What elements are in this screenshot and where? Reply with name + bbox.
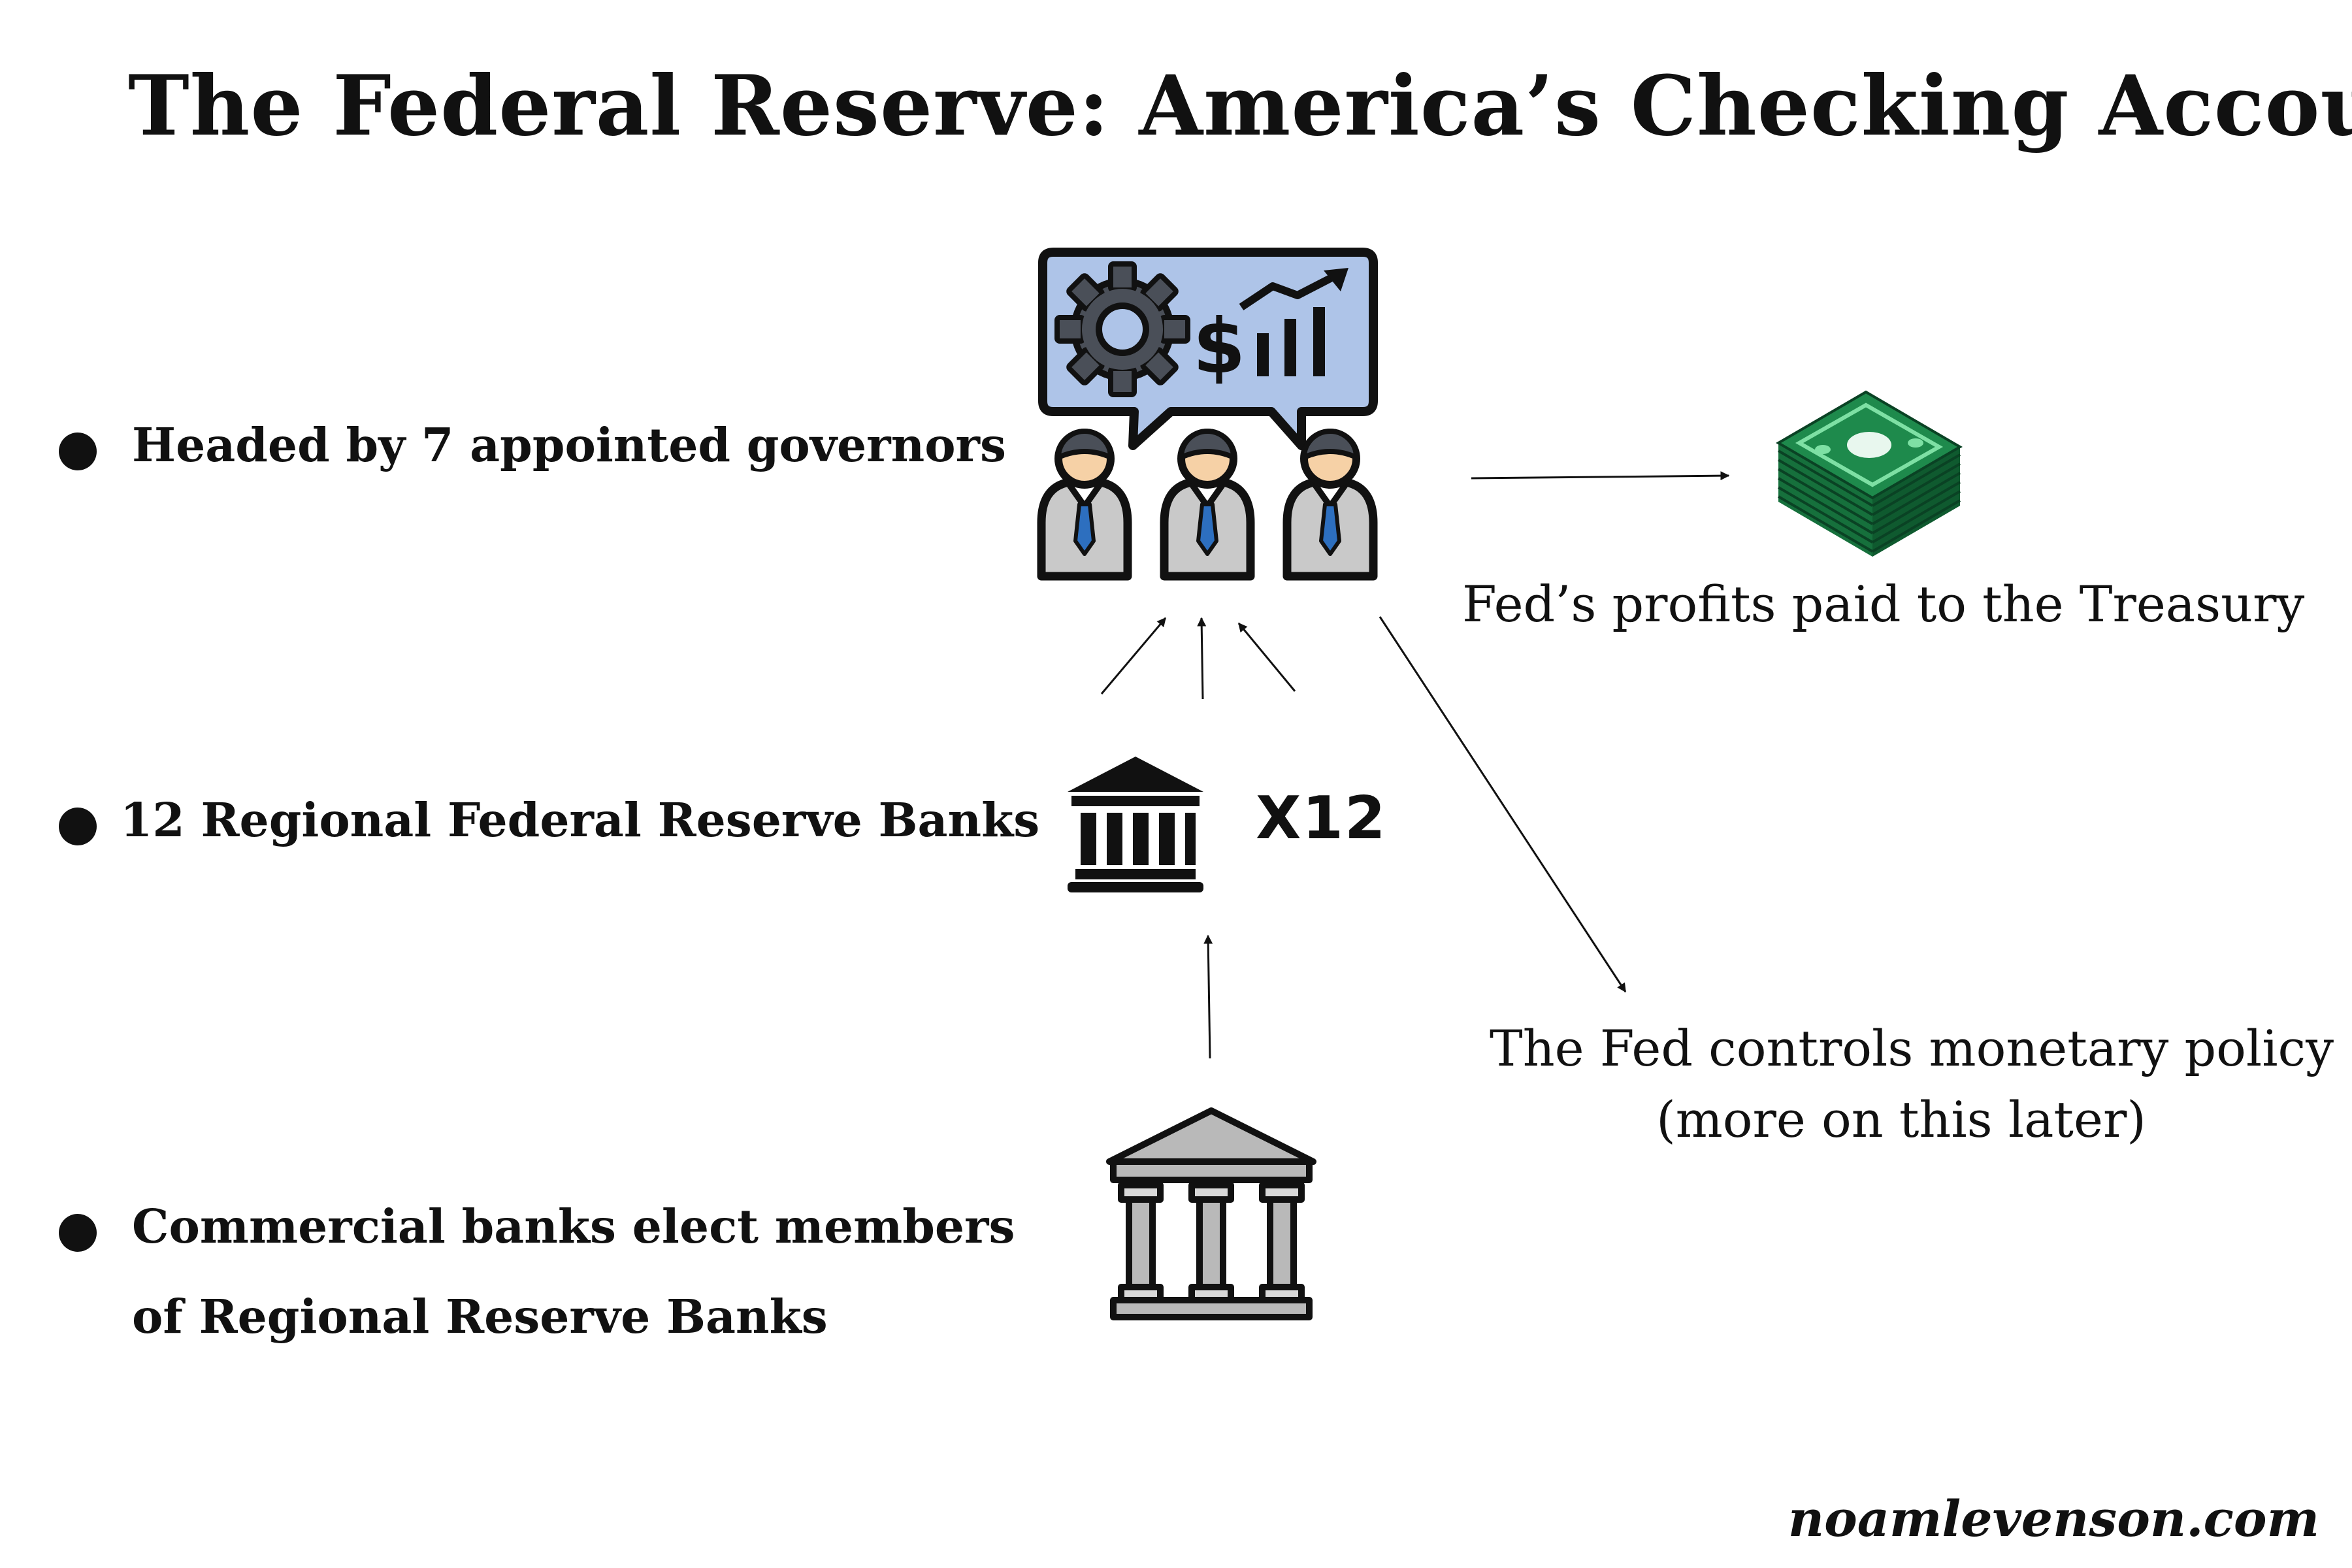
arrow-to-treasury xyxy=(1471,471,1730,481)
bullet-dot-icon xyxy=(59,433,97,470)
bullet-text-line-2: of Regional Reserve Banks xyxy=(132,1289,828,1344)
commercial-bank-icon xyxy=(1106,1107,1316,1320)
bullet-dot-icon xyxy=(59,808,97,845)
bullet-dot-icon xyxy=(59,1214,97,1252)
policy-label: The Fed controls monetary policy (more o… xyxy=(1490,1019,2334,1149)
arrow-commercial-to-regional xyxy=(1203,934,1213,1059)
page-title: The Federal Reserve: America’s Checking … xyxy=(128,57,2352,154)
money-stack-icon xyxy=(1776,390,1963,557)
policy-label-line-2: (more on this later) xyxy=(1656,1090,2146,1149)
arrow-regional-to-board-center xyxy=(1197,617,1207,700)
bullet-commercial-banks: Commercial banks elect members of Region… xyxy=(59,1199,1015,1362)
regional-bank-icon xyxy=(1068,757,1203,892)
person-icon xyxy=(1037,429,1132,581)
bullet-regional-banks: 12 Regional Federal Reserve Banks xyxy=(59,792,1039,865)
bullet-governors: Headed by 7 appointed governors xyxy=(59,417,1006,490)
website-credit: noamlevenson.com xyxy=(1788,1490,2319,1548)
gear-icon xyxy=(1054,261,1190,397)
bullet-text-regional-banks: 12 Regional Federal Reserve Banks xyxy=(120,792,1040,847)
trend-arrow-icon xyxy=(1239,270,1340,310)
person-icon xyxy=(1282,429,1378,581)
person-icon xyxy=(1160,429,1255,581)
bullet-text-commercial-banks: Commercial banks elect members of Region… xyxy=(132,1199,1015,1362)
bullet-text-line-1: Commercial banks elect members xyxy=(132,1199,1015,1254)
dollar-sign-icon: $ xyxy=(1193,302,1246,391)
arrows xyxy=(1100,471,1730,1059)
board-of-governors-icon: $ xyxy=(1037,248,1378,581)
arrow-regional-to-board-right xyxy=(1237,622,1296,692)
arrow-to-monetary-policy xyxy=(1379,616,1627,993)
profits-label: Fed’s profits paid to the Treasury xyxy=(1462,575,2305,633)
bar-chart-icon xyxy=(1257,307,1325,376)
arrow-regional-to-board-left xyxy=(1100,617,1167,694)
policy-label-line-1: The Fed controls monetary policy xyxy=(1490,1019,2334,1077)
multiplier-label: X12 xyxy=(1256,784,1387,853)
bullet-text-governors: Headed by 7 appointed governors xyxy=(132,417,1006,472)
